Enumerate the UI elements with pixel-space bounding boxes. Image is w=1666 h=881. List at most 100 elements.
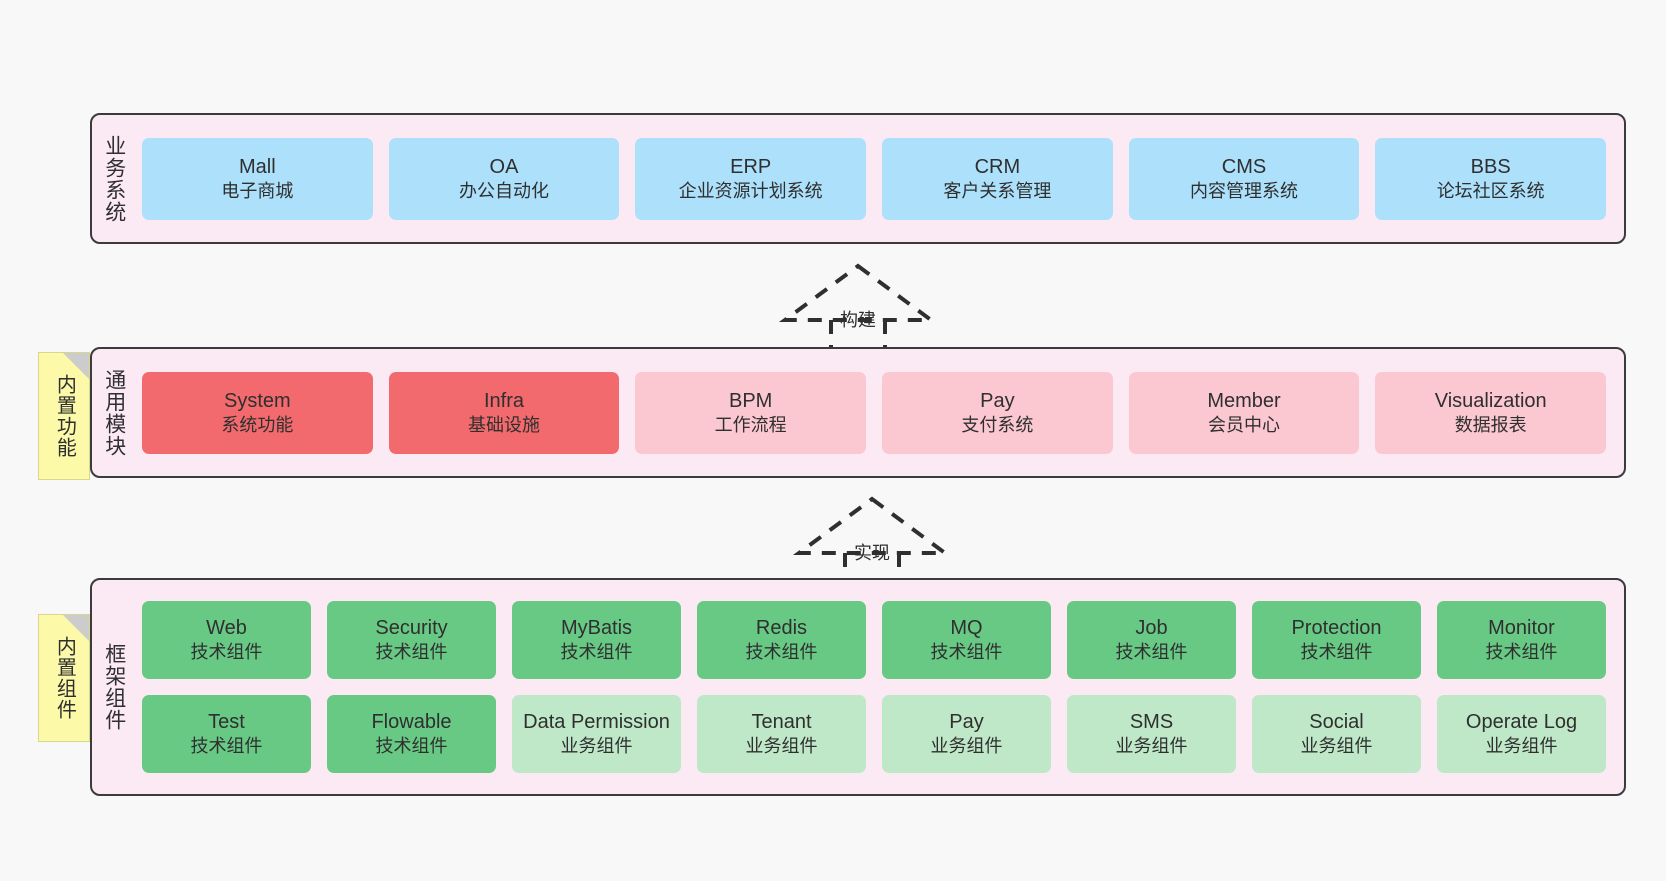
layer-title-common-modules: 通用模块 bbox=[102, 368, 126, 457]
card-data-permission[interactable]: Data Permission 业务组件 bbox=[512, 695, 681, 773]
implement-arrow-label: 实现 bbox=[854, 543, 890, 563]
card-pay-module[interactable]: Pay 支付系统 bbox=[882, 371, 1113, 454]
card-mybatis-cn: 技术组件 bbox=[560, 642, 633, 663]
build-arrow-label: 构建 bbox=[840, 310, 876, 330]
card-member[interactable]: Member 会员中心 bbox=[1128, 371, 1360, 454]
layer-body-framework-components: Web 技术组件 Security 技术组件 MyBatis 技术组件 Redi… bbox=[136, 580, 1624, 794]
layer-body-business-systems: Mall 电子商城 OA 办公自动化 ERP 企业资源计划系统 CRM 客户关系… bbox=[136, 115, 1624, 242]
note-fold-corner-icon bbox=[63, 615, 89, 641]
card-mq-en: MQ bbox=[950, 617, 983, 640]
card-erp-cn: 企业资源计划系统 bbox=[678, 180, 823, 201]
card-visualization[interactable]: Visualization 数据报表 bbox=[1375, 371, 1607, 454]
card-visualization-cn: 数据报表 bbox=[1454, 414, 1527, 435]
card-oa-en: OA bbox=[489, 155, 519, 178]
card-flowable[interactable]: Flowable 技术组件 bbox=[327, 695, 496, 773]
card-bbs-en: BBS bbox=[1470, 155, 1511, 178]
layer-title-business-systems: 业务系统 bbox=[102, 134, 126, 223]
card-web-cn: 技术组件 bbox=[190, 642, 263, 663]
card-mybatis[interactable]: MyBatis 技术组件 bbox=[512, 601, 681, 679]
card-bbs-cn: 论坛社区系统 bbox=[1436, 180, 1545, 201]
card-test-cn: 技术组件 bbox=[190, 736, 263, 757]
card-mall-cn: 电子商城 bbox=[221, 180, 294, 201]
card-pay-component[interactable]: Pay 业务组件 bbox=[882, 695, 1051, 773]
framework-components-row-2: Test 技术组件 Flowable 技术组件 Data Permission … bbox=[142, 695, 1606, 773]
note-builtin-components-label: 内置组件 bbox=[53, 636, 76, 720]
card-crm[interactable]: CRM 客户关系管理 bbox=[882, 137, 1113, 220]
card-social-cn: 业务组件 bbox=[1300, 736, 1373, 757]
card-operate-log[interactable]: Operate Log 业务组件 bbox=[1437, 695, 1606, 773]
card-security-en: Security bbox=[375, 617, 448, 640]
note-fold-corner-icon bbox=[63, 353, 89, 379]
card-redis-en: Redis bbox=[755, 617, 808, 640]
card-tenant[interactable]: Tenant 业务组件 bbox=[697, 695, 866, 773]
framework-components-row-1: Web 技术组件 Security 技术组件 MyBatis 技术组件 Redi… bbox=[142, 601, 1606, 679]
card-monitor-en: Monitor bbox=[1488, 617, 1555, 640]
card-mall-en: Mall bbox=[239, 155, 276, 178]
layer-framework-components: 框架组件 Web 技术组件 Security 技术组件 MyBatis 技术组件… bbox=[90, 578, 1626, 796]
card-protection-cn: 技术组件 bbox=[1300, 642, 1373, 663]
card-web[interactable]: Web 技术组件 bbox=[142, 601, 311, 679]
card-mq[interactable]: MQ 技术组件 bbox=[882, 601, 1051, 679]
card-monitor-cn: 技术组件 bbox=[1485, 642, 1558, 663]
card-infra[interactable]: Infra 基础设施 bbox=[388, 371, 620, 454]
card-operate-log-cn: 业务组件 bbox=[1485, 736, 1558, 757]
card-cms[interactable]: CMS 内容管理系统 bbox=[1128, 137, 1360, 220]
card-infra-en: Infra bbox=[483, 389, 525, 412]
card-web-en: Web bbox=[206, 617, 247, 640]
note-builtin-features-label: 内置功能 bbox=[53, 374, 76, 458]
card-pay-component-en: Pay bbox=[949, 711, 984, 734]
card-pay-component-cn: 业务组件 bbox=[930, 736, 1003, 757]
card-job-en: Job bbox=[1135, 617, 1168, 640]
card-test-en: Test bbox=[208, 711, 245, 734]
card-bbs[interactable]: BBS 论坛社区系统 bbox=[1375, 137, 1607, 220]
card-security-cn: 技术组件 bbox=[375, 642, 448, 663]
layer-body-common-modules: System 系统功能 Infra 基础设施 BPM 工作流程 Pay 支付系统… bbox=[136, 349, 1624, 476]
card-member-en: Member bbox=[1207, 389, 1281, 412]
card-tenant-en: Tenant bbox=[751, 711, 812, 734]
card-sms[interactable]: SMS 业务组件 bbox=[1067, 695, 1236, 773]
card-mybatis-en: MyBatis bbox=[560, 617, 633, 640]
card-pay-module-cn: 支付系统 bbox=[961, 414, 1034, 435]
card-social-en: Social bbox=[1309, 711, 1364, 734]
card-security[interactable]: Security 技术组件 bbox=[327, 601, 496, 679]
card-visualization-en: Visualization bbox=[1434, 389, 1547, 412]
note-builtin-features: 内置功能 bbox=[38, 352, 90, 480]
card-protection[interactable]: Protection 技术组件 bbox=[1252, 601, 1421, 679]
card-oa[interactable]: OA 办公自动化 bbox=[388, 137, 620, 220]
card-test[interactable]: Test 技术组件 bbox=[142, 695, 311, 773]
card-redis[interactable]: Redis 技术组件 bbox=[697, 601, 866, 679]
card-sms-en: SMS bbox=[1129, 711, 1174, 734]
card-monitor[interactable]: Monitor 技术组件 bbox=[1437, 601, 1606, 679]
card-erp[interactable]: ERP 企业资源计划系统 bbox=[635, 137, 867, 220]
layer-title-framework-components: 框架组件 bbox=[102, 643, 126, 731]
card-bpm[interactable]: BPM 工作流程 bbox=[635, 371, 867, 454]
card-member-cn: 会员中心 bbox=[1208, 414, 1281, 435]
implement-arrow-head bbox=[792, 496, 952, 555]
card-tenant-cn: 业务组件 bbox=[745, 736, 818, 757]
card-crm-en: CRM bbox=[974, 155, 1021, 178]
card-mq-cn: 技术组件 bbox=[930, 642, 1003, 663]
card-cms-en: CMS bbox=[1221, 155, 1267, 178]
card-mall[interactable]: Mall 电子商城 bbox=[142, 137, 373, 220]
card-bpm-en: BPM bbox=[729, 389, 773, 412]
card-job[interactable]: Job 技术组件 bbox=[1067, 601, 1236, 679]
card-protection-en: Protection bbox=[1291, 617, 1382, 640]
card-system-cn: 系统功能 bbox=[221, 414, 294, 435]
layer-business-systems: 业务系统 Mall 电子商城 OA 办公自动化 ERP 企业资源计划系统 CRM… bbox=[90, 113, 1626, 244]
card-operate-log-en: Operate Log bbox=[1465, 711, 1578, 734]
card-redis-cn: 技术组件 bbox=[745, 642, 818, 663]
card-oa-cn: 办公自动化 bbox=[459, 180, 549, 201]
card-data-permission-en: Data Permission bbox=[523, 711, 670, 734]
card-pay-module-en: Pay bbox=[980, 389, 1015, 412]
card-system-en: System bbox=[223, 389, 291, 412]
card-job-cn: 技术组件 bbox=[1115, 642, 1188, 663]
note-builtin-components: 内置组件 bbox=[38, 614, 90, 742]
layer-common-modules: 通用模块 System 系统功能 Infra 基础设施 BPM 工作流程 Pay… bbox=[90, 347, 1626, 478]
card-system[interactable]: System 系统功能 bbox=[142, 371, 373, 454]
card-bpm-cn: 工作流程 bbox=[714, 414, 787, 435]
card-social[interactable]: Social 业务组件 bbox=[1252, 695, 1421, 773]
build-arrow-head bbox=[778, 263, 938, 322]
card-flowable-en: Flowable bbox=[371, 711, 452, 734]
card-cms-cn: 内容管理系统 bbox=[1190, 180, 1299, 201]
